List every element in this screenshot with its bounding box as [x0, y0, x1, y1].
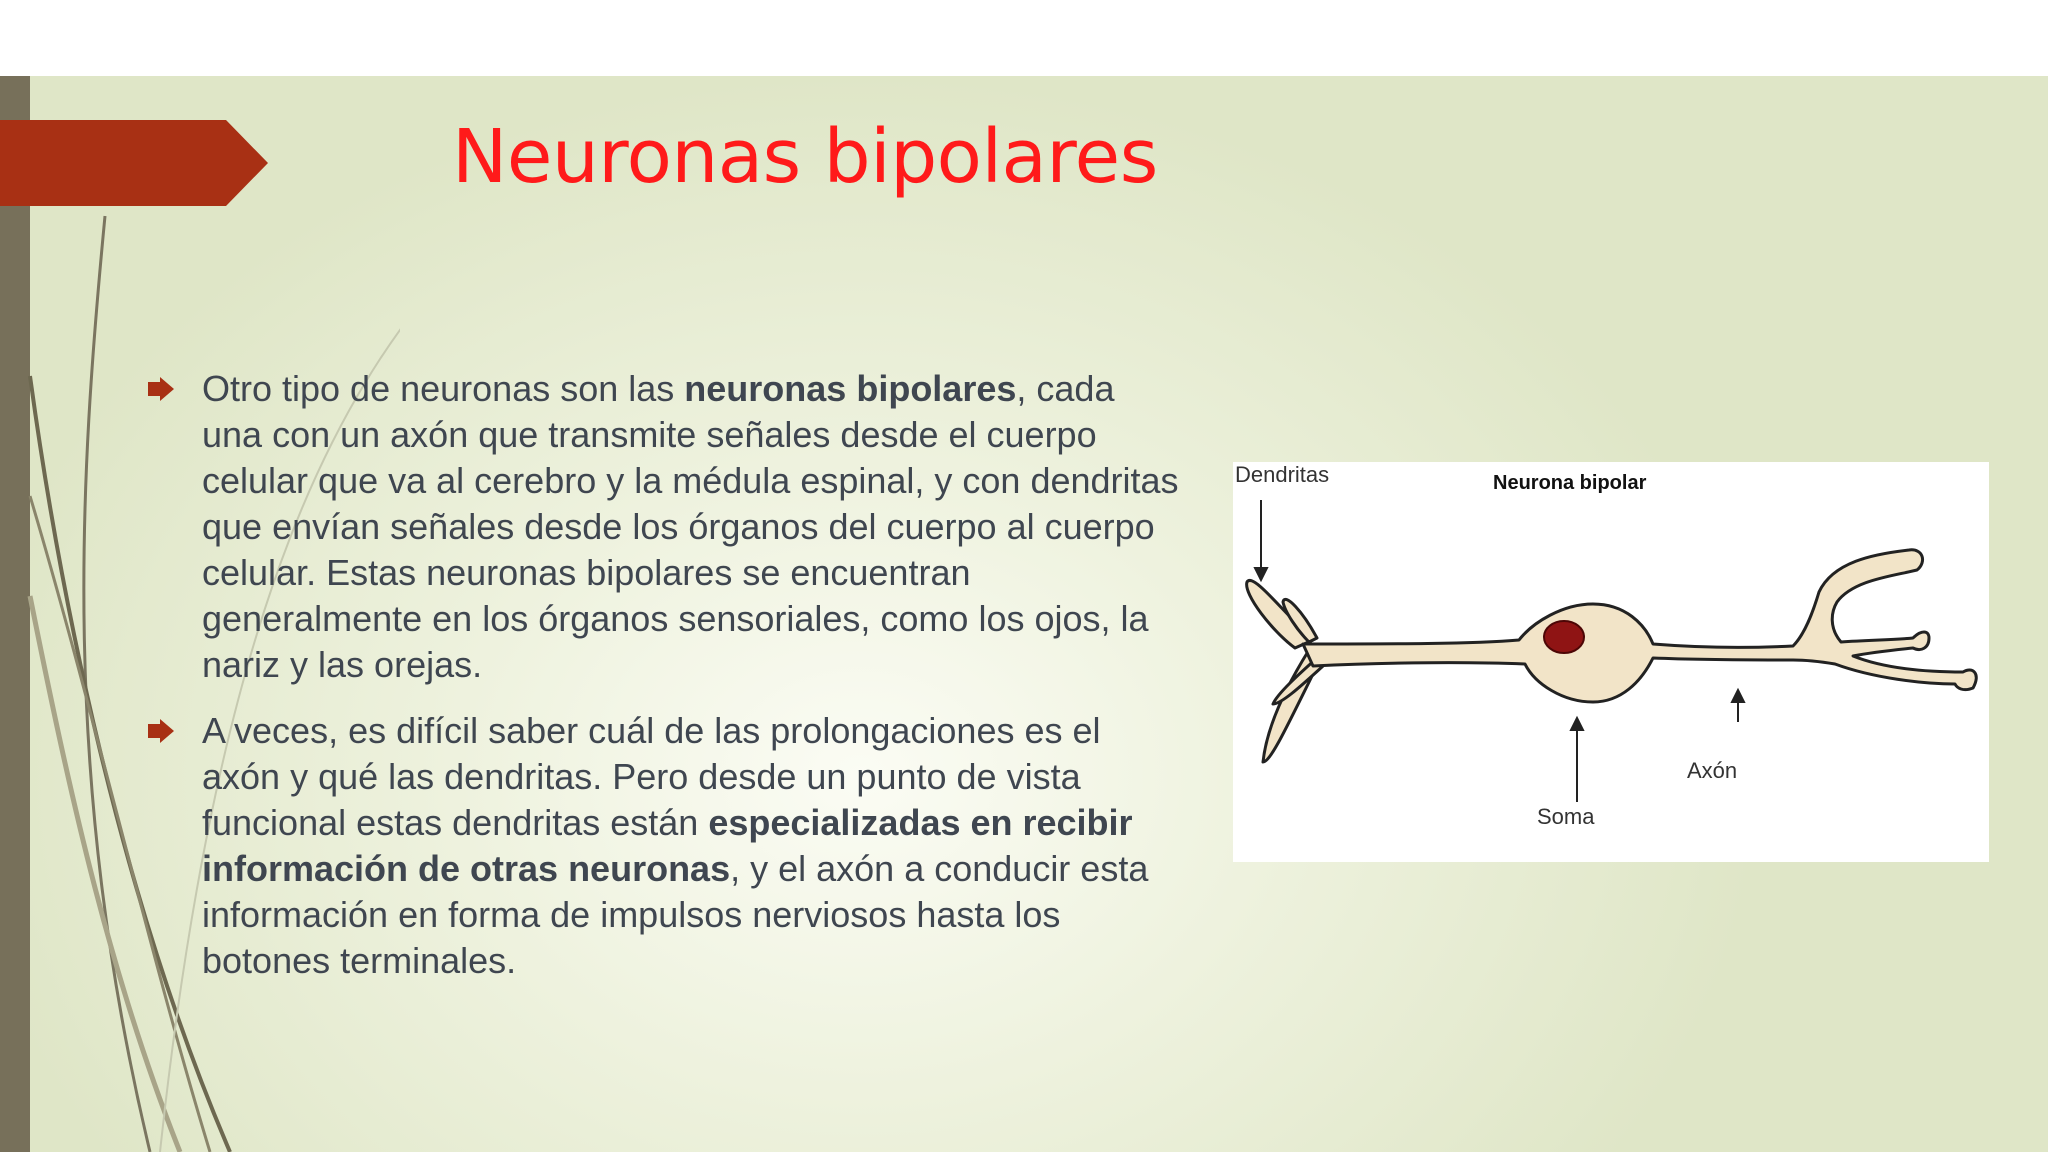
bullet-text: , y el axón a conducir esta información … — [202, 848, 1149, 981]
neuron-diagram: Dendritas Neurona bipolar Axón Soma — [1233, 462, 1989, 862]
soma-label: Soma — [1537, 804, 1595, 829]
bullet-emphasis: neuronas bipolares — [684, 368, 1017, 409]
bullet-list: Otro tipo de neuronas son las neuronas b… — [142, 366, 1182, 1004]
bullet-text: Otro tipo de neuronas son las — [202, 368, 685, 409]
bullet-item: A veces, es difícil saber cuál de las pr… — [142, 708, 1182, 984]
decorative-curves — [27, 215, 400, 1152]
title-arrow-shape — [0, 120, 268, 206]
arrow-bullet-icon — [148, 719, 174, 743]
axon-label: Axón — [1687, 758, 1738, 783]
dendrites-label: Dendritas — [1235, 462, 1330, 487]
figure-title: Neurona bipolar — [1493, 472, 1647, 494]
bullet-text: , cada una con un axón que transmite señ… — [202, 368, 1179, 685]
sidebar-bar — [0, 76, 30, 1152]
bullet-item: Otro tipo de neuronas son las neuronas b… — [142, 366, 1182, 688]
bullet-emphasis: especializadas en recibir información de… — [202, 802, 1133, 889]
bipolar-neuron-drawing — [1245, 500, 1978, 802]
bullet-text: A veces, es difícil saber cuál de las pr… — [202, 710, 1101, 843]
slide-title: Neuronas bipolares — [452, 114, 1158, 200]
slide: Neuronas bipolares Otro tipo de neuronas… — [0, 76, 2048, 1152]
arrow-bullet-icon — [148, 377, 174, 401]
